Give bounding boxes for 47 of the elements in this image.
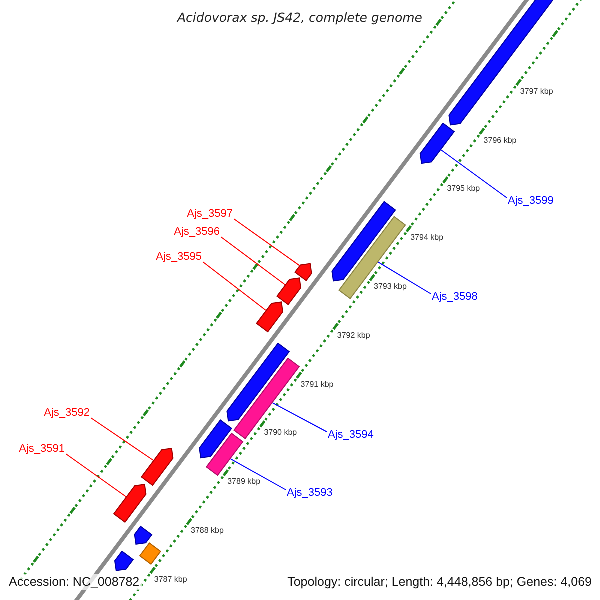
leader-line [234, 218, 300, 266]
scale-label: 3790 kbp [264, 428, 298, 438]
scale-label: 3788 kbp [191, 526, 224, 536]
scale-label: 3796 kbp [484, 136, 517, 146]
gene-feature [140, 448, 174, 486]
leader-line [272, 402, 328, 432]
gene-feature [338, 216, 406, 300]
gene-label: Ajs_3596 [174, 226, 220, 239]
gene-feature [332, 201, 396, 282]
gene-feature [114, 550, 134, 572]
gene-feature [199, 420, 232, 459]
gene-label: Ajs_3593 [287, 487, 333, 500]
scale-label: 3795 kbp [447, 184, 480, 194]
gene-feature [134, 526, 153, 545]
gene-label: Ajs_3599 [508, 195, 554, 208]
scale-label: 3787 kbp [154, 574, 188, 585]
gene-feature [139, 542, 162, 566]
gene-label: Ajs_3595 [156, 251, 202, 264]
genome-stats-text: Topology: circular; Length: 4,448,856 bp; Genes: 4,069 [286, 574, 594, 590]
gene-feature [226, 342, 290, 422]
gene-label: Ajs_3591 [19, 443, 65, 456]
leader-line [66, 454, 127, 498]
gene-label: Ajs_3592 [44, 407, 90, 420]
gene-feature [256, 302, 284, 333]
gene-feature [113, 484, 147, 524]
accession-text: Accession: NC_008782 [7, 574, 142, 590]
scale-label: 3797 kbp [520, 86, 554, 97]
scale-label: 3791 kbp [300, 380, 334, 390]
gene-feature [206, 432, 244, 476]
leader-line [220, 236, 286, 286]
scale-label: 3789 kbp [228, 477, 261, 488]
gene-label: Ajs_3594 [328, 429, 374, 442]
scale-label: 3793 kbp [374, 282, 407, 292]
gene-label: Ajs_3598 [432, 291, 478, 304]
scale-label: 3794 kbp [410, 233, 444, 244]
leader-line [378, 262, 432, 294]
leader-line [202, 262, 266, 311]
gene-feature [276, 278, 302, 306]
gene-feature [420, 122, 456, 164]
leader-line [440, 150, 508, 198]
leader-line [230, 458, 286, 490]
gene-feature [294, 263, 312, 282]
gene-feature [234, 358, 300, 440]
leader-line [90, 418, 154, 461]
diagram-title: Acidovorax sp. JS42, complete genome [176, 10, 424, 25]
gene-label: Ajs_3597 [187, 208, 233, 221]
scale-label: 3792 kbp [337, 330, 370, 341]
